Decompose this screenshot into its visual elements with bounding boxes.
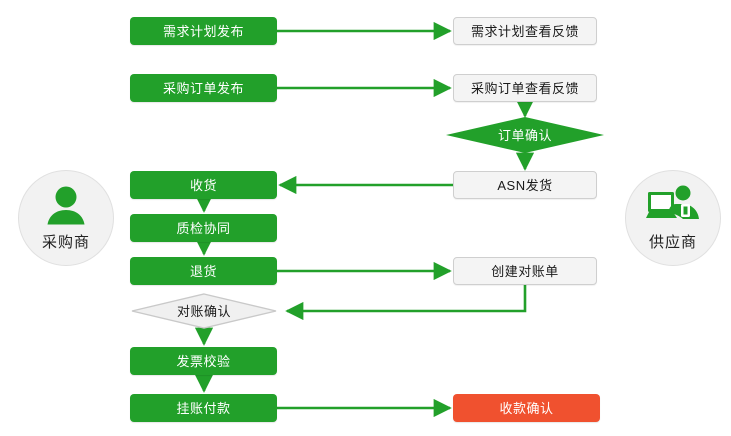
node-qc-collab-label: 质检协同 <box>176 220 231 236</box>
node-demand-publish-label: 需求计划发布 <box>162 23 244 39</box>
node-demand-feedback[interactable]: 需求计划查看反馈 <box>453 17 597 45</box>
node-po-publish-label: 采购订单发布 <box>162 80 244 96</box>
node-post-payment-label: 挂账付款 <box>176 400 231 416</box>
node-po-feedback[interactable]: 采购订单查看反馈 <box>453 74 597 102</box>
actor-supplier[interactable]: 供应商 <box>625 170 721 266</box>
node-invoice-check[interactable]: 发票校验 <box>130 347 277 375</box>
node-post-payment[interactable]: 挂账付款 <box>130 394 277 422</box>
node-receive[interactable]: 收货 <box>130 171 277 199</box>
node-create-stmt-label: 创建对账单 <box>491 263 559 279</box>
node-po-publish[interactable]: 采购订单发布 <box>130 74 277 102</box>
node-asn-ship-label: ASN发货 <box>497 177 553 193</box>
node-return-goods-label: 退货 <box>189 263 217 279</box>
person-icon <box>38 184 94 230</box>
node-order-confirm[interactable]: 订单确认 <box>446 117 604 153</box>
node-po-feedback-label: 采购订单查看反馈 <box>470 80 579 96</box>
node-demand-feedback-label: 需求计划查看反馈 <box>470 23 579 39</box>
node-return-goods[interactable]: 退货 <box>130 257 277 285</box>
node-receipt-confirm-label: 收款确认 <box>499 400 554 416</box>
node-receipt-confirm[interactable]: 收款确认 <box>453 394 600 422</box>
node-receive-label: 收货 <box>189 177 217 193</box>
actor-buyer[interactable]: 采购商 <box>18 170 114 266</box>
node-stmt-confirm[interactable]: 对账确认 <box>131 293 277 329</box>
person-at-computer-icon <box>645 184 701 230</box>
node-qc-collab[interactable]: 质检协同 <box>130 214 277 242</box>
node-stmt-confirm-label: 对账确认 <box>176 303 231 319</box>
edge-create-stmt-to-stmt-confirm <box>285 285 527 321</box>
actor-supplier-label: 供应商 <box>648 234 697 251</box>
node-order-confirm-label: 订单确认 <box>497 127 552 143</box>
node-demand-publish[interactable]: 需求计划发布 <box>130 17 277 45</box>
node-create-stmt[interactable]: 创建对账单 <box>453 257 597 285</box>
actor-buyer-label: 采购商 <box>41 234 90 251</box>
node-invoice-check-label: 发票校验 <box>176 353 231 369</box>
node-asn-ship[interactable]: ASN发货 <box>453 171 597 199</box>
